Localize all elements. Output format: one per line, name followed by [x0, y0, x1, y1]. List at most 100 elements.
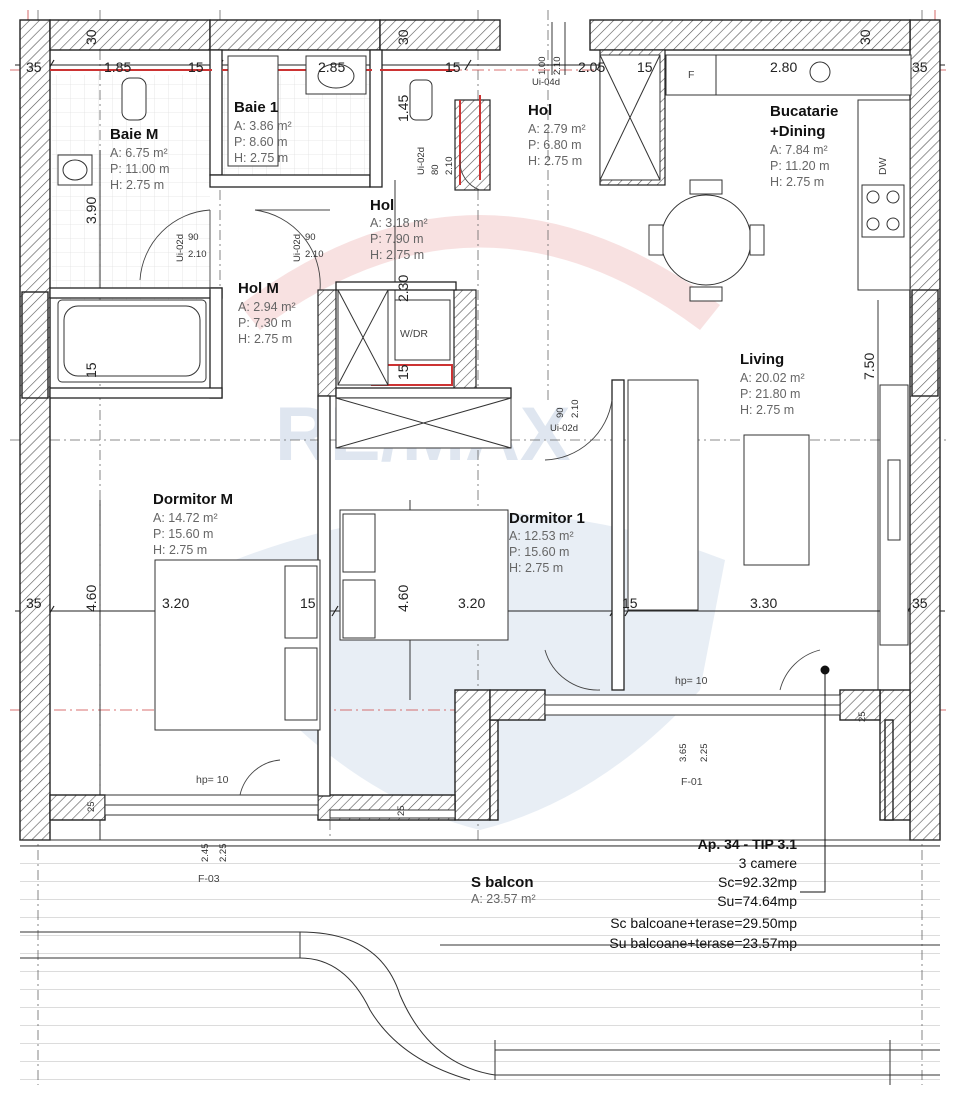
room-name: Baie 1	[234, 99, 278, 116]
door-label: Ui-02d	[175, 234, 186, 262]
room-baie-1: Baie 1 A: 3.86 m² P: 8.60 m H: 2.75 m	[234, 99, 292, 165]
door-height: 2.10	[188, 249, 207, 260]
dim-label: 35	[26, 59, 42, 75]
room-name: Dormitor M	[153, 491, 233, 508]
door-height: 2.10	[444, 157, 455, 176]
door-height: 2.10	[570, 400, 581, 419]
room-height: H: 2.75 m	[370, 248, 424, 262]
room-area: A: 7.84 m²	[770, 143, 828, 157]
room-perimeter: P: 21.80 m	[740, 387, 800, 401]
summary-su: Su=74.64mp	[717, 893, 797, 909]
room-name-2: +Dining	[770, 123, 825, 140]
dim-label: 35	[912, 59, 928, 75]
room-area: A: 14.72 m²	[153, 511, 218, 525]
dim-label: 35	[912, 595, 928, 611]
room-perimeter: P: 7.90 m	[370, 232, 424, 246]
dim-label: 2.30	[395, 275, 411, 302]
dim-label: 2.85	[318, 59, 345, 75]
dim-label: 7.50	[861, 353, 877, 380]
dim-small: 25	[86, 801, 97, 812]
hp-label: hp= 10	[675, 675, 708, 687]
room-height: H: 2.75 m	[740, 403, 794, 417]
balcony-windows	[104, 694, 841, 819]
balcony-floor	[20, 842, 940, 1090]
door-width: 90	[555, 407, 566, 418]
washer-dryer	[394, 299, 451, 361]
door-tag: Ui-02d 80 2.10	[416, 147, 455, 175]
dim-label: 2.80	[770, 59, 797, 75]
dim-label: 30	[395, 29, 411, 45]
summary-rooms: 3 camere	[739, 855, 798, 871]
dim-small: 2.25	[218, 844, 229, 863]
room-hol-m: Hol M A: 2.94 m² P: 7.30 m H: 2.75 m	[238, 280, 296, 346]
room-name: Dormitor 1	[509, 510, 585, 527]
dw-label: DW	[877, 157, 889, 175]
room-height: H: 2.75 m	[238, 332, 292, 346]
dim-label: 35	[26, 595, 42, 611]
room-area: A: 2.79 m²	[528, 122, 586, 136]
room-name: Bucatarie	[770, 103, 838, 120]
room-area: A: 3.18 m²	[370, 216, 428, 230]
fixtures	[57, 54, 912, 731]
room-name: Hol	[528, 102, 552, 119]
door-label: Ui-02d	[416, 147, 427, 175]
room-name: Hol	[370, 197, 394, 214]
dim-small: 25	[396, 805, 407, 816]
door-label: Ui-02d	[292, 234, 303, 262]
room-perimeter: P: 6.80 m	[528, 138, 582, 152]
door-label: Ui-02d	[550, 423, 578, 434]
shower	[227, 55, 279, 167]
door-width: 1.00	[537, 57, 548, 76]
window-label: F-01	[681, 776, 703, 788]
room-height: H: 2.75 m	[110, 178, 164, 192]
partition-walls	[49, 49, 625, 797]
fridge-label: F	[688, 69, 694, 81]
dim-label: 4.60	[395, 585, 411, 612]
door-width: 90	[188, 232, 199, 243]
room-perimeter: P: 11.00 m	[110, 162, 170, 176]
dimensions-top: 35 1.85 15 2.85 15 2.05 15 2.80 35 30 30…	[26, 29, 928, 75]
door-tag: Ui-04d 1.00 2.10	[532, 57, 563, 89]
room-area: A: 23.57 m²	[471, 892, 536, 906]
dining-table	[660, 194, 752, 286]
kitchen-sink	[809, 61, 831, 83]
dim-label: 1.85	[104, 59, 131, 75]
window-label: F-03	[198, 873, 220, 885]
summary-su-balcony: Su balcoane+terase=23.57mp	[609, 935, 797, 951]
exterior-walls	[19, 19, 941, 841]
apartment-summary: Ap. 34 - TIP 3.1 3 camere Sc=92.32mp Su=…	[609, 836, 797, 951]
summary-sc: Sc=92.32mp	[718, 874, 797, 890]
room-area: A: 12.53 m²	[509, 529, 574, 543]
dim-label: 30	[857, 29, 873, 45]
summary-leader	[800, 665, 830, 893]
sofa	[627, 379, 699, 611]
door-width: 80	[430, 164, 441, 175]
room-height: H: 2.75 m	[528, 154, 582, 168]
toilet-2	[409, 79, 433, 121]
room-name: Hol M	[238, 280, 279, 297]
room-baie-m: Baie M A: 6.75 m² P: 11.00 m H: 2.75 m	[110, 126, 170, 192]
balcony-railing	[20, 839, 940, 1085]
coffee-table	[743, 434, 810, 566]
room-dormitor-1: Dormitor 1 A: 12.53 m² P: 15.60 m H: 2.7…	[509, 510, 585, 575]
room-name: S balcon	[471, 874, 534, 891]
room-height: H: 2.75 m	[770, 175, 824, 189]
room-area: A: 2.94 m²	[238, 300, 296, 314]
dim-label: 15	[395, 364, 411, 380]
dim-small: 25	[857, 711, 868, 722]
room-dormitor-m: Dormitor M A: 14.72 m² P: 15.60 m H: 2.7…	[153, 491, 233, 557]
dimensions-vertical: 3.90 15 2.30 15 1.45 4.60 4.60 7.50	[83, 95, 877, 612]
room-area: A: 6.75 m²	[110, 146, 168, 160]
dim-label: 2.05	[578, 59, 605, 75]
door-width: 90	[305, 232, 316, 243]
dim-label: 15	[622, 595, 638, 611]
room-height: H: 2.75 m	[234, 151, 288, 165]
dim-label: 3.30	[750, 595, 777, 611]
room-s-balcon: S balcon A: 23.57 m²	[471, 874, 536, 906]
summary-sc-balcony: Sc balcoane+terase=29.50mp	[610, 915, 797, 931]
room-height: H: 2.75 m	[153, 543, 207, 557]
summary-title: Ap. 34 - TIP 3.1	[698, 836, 798, 852]
dim-label: 15	[188, 59, 204, 75]
door-tag: Ui-02d 90 2.10	[550, 400, 581, 435]
toilet	[121, 77, 147, 121]
